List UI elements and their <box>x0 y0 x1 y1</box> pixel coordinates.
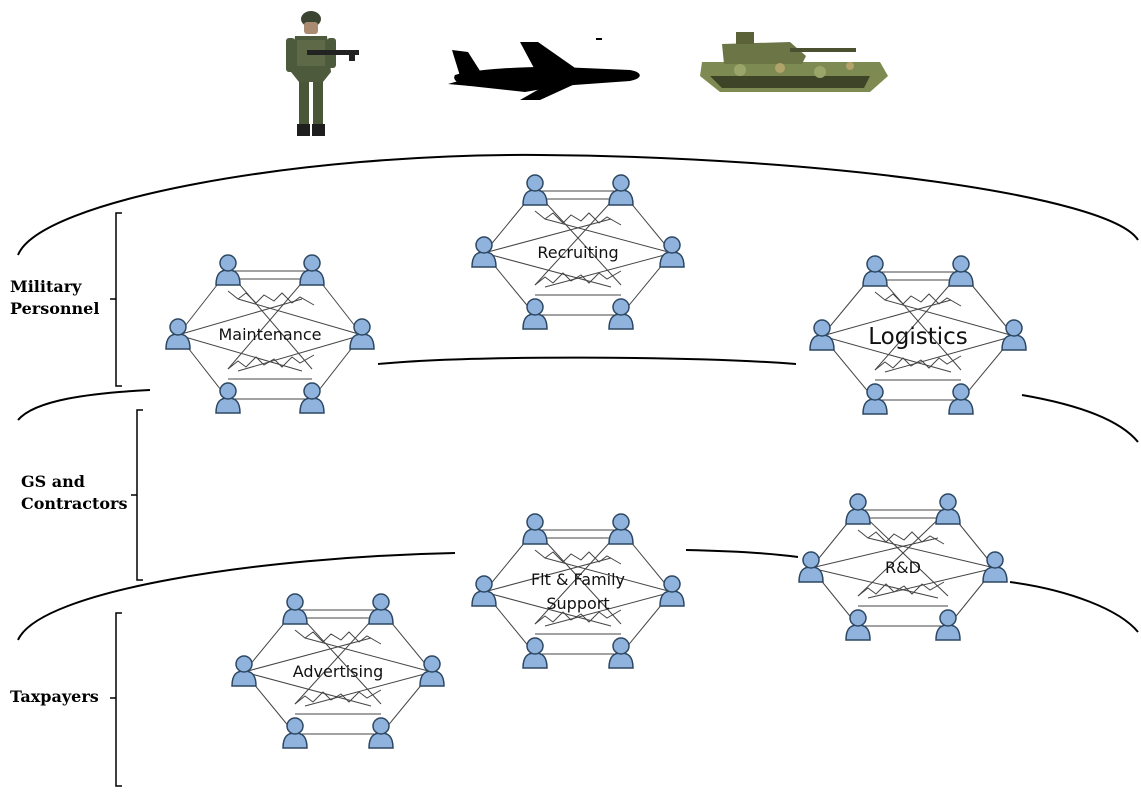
person-icon <box>282 593 308 625</box>
person-icon <box>982 551 1008 583</box>
person-icon <box>862 255 888 287</box>
network-links <box>483 529 673 655</box>
cluster-label-recruiting: Recruiting <box>537 243 618 262</box>
military-layer-bottom-curve-middle <box>377 356 797 365</box>
person-icon <box>165 318 191 350</box>
cluster-label-maintenance: Maintenance <box>218 325 321 344</box>
person-icon <box>935 493 961 525</box>
person-icon <box>845 493 871 525</box>
person-icon <box>659 236 685 268</box>
layer-label-military: Military Personnel <box>10 277 100 318</box>
military-layer-bottom-curve-right <box>1021 394 1139 443</box>
person-icon <box>608 298 634 330</box>
layer-brackets <box>110 212 143 787</box>
cluster-recruiting: Recruiting <box>471 174 685 330</box>
cluster-logistics: Logistics <box>809 255 1027 415</box>
person-icon <box>798 551 824 583</box>
person-icon <box>231 655 257 687</box>
gs-layer-bottom-curve-right <box>1009 581 1139 633</box>
tank-icon <box>700 32 888 92</box>
layer-boundaries <box>17 153 1139 641</box>
person-icon <box>299 382 325 414</box>
gs-layer-bottom-curve-middle <box>685 549 799 558</box>
person-icon <box>608 513 634 545</box>
person-icon <box>948 383 974 415</box>
person-icon <box>522 298 548 330</box>
person-icon <box>522 513 548 545</box>
person-icon <box>809 319 835 351</box>
person-icon <box>935 609 961 641</box>
person-icon <box>948 255 974 287</box>
gs-bracket <box>131 409 143 581</box>
person-icon <box>215 254 241 286</box>
cluster-rnd: R&D <box>798 493 1008 641</box>
cluster-maintenance: Maintenance <box>165 254 375 414</box>
soldier-icon <box>286 11 359 136</box>
person-icon <box>862 383 888 415</box>
person-icon <box>1001 319 1027 351</box>
person-icon <box>368 717 394 749</box>
person-icon <box>522 637 548 669</box>
person-icon <box>471 236 497 268</box>
gs-layer-bottom-curve-left <box>17 552 456 641</box>
cluster-label-rnd: R&D <box>885 558 921 577</box>
person-icon <box>419 655 445 687</box>
cluster-label-logistics: Logistics <box>868 324 968 350</box>
person-icon <box>471 575 497 607</box>
aircraft-silhouette-icon <box>448 38 640 100</box>
layer-label-taxpayers: Taxpayers <box>10 687 99 706</box>
taxpayers-bracket <box>110 612 122 787</box>
person-icon <box>522 174 548 206</box>
military-layer-top-curve <box>17 153 1139 256</box>
person-icon <box>608 174 634 206</box>
cluster-advertising: Advertising <box>231 593 445 749</box>
military-layer-bottom-curve-left <box>17 389 151 421</box>
person-icon <box>349 318 375 350</box>
person-icon <box>608 637 634 669</box>
person-icon <box>845 609 871 641</box>
layer-label-gs: GS and Contractors <box>21 472 128 513</box>
person-icon <box>215 382 241 414</box>
military-bracket <box>110 212 122 387</box>
person-icon <box>368 593 394 625</box>
person-icon <box>659 575 685 607</box>
person-icon <box>299 254 325 286</box>
person-icon <box>282 717 308 749</box>
cluster-label-advertising: Advertising <box>293 662 384 681</box>
